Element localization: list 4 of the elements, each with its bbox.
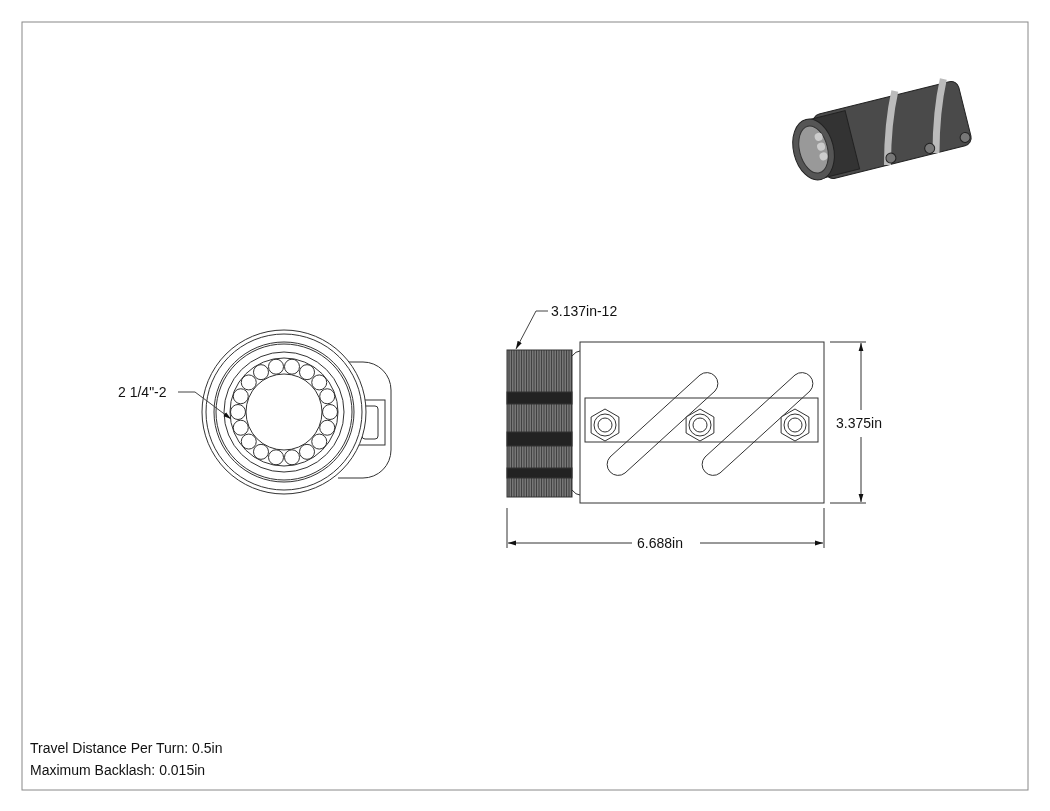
threaded-section (506, 349, 573, 498)
leader-line (177, 391, 232, 420)
ball-bearing-ring (229, 357, 339, 467)
leader-line (515, 310, 549, 350)
